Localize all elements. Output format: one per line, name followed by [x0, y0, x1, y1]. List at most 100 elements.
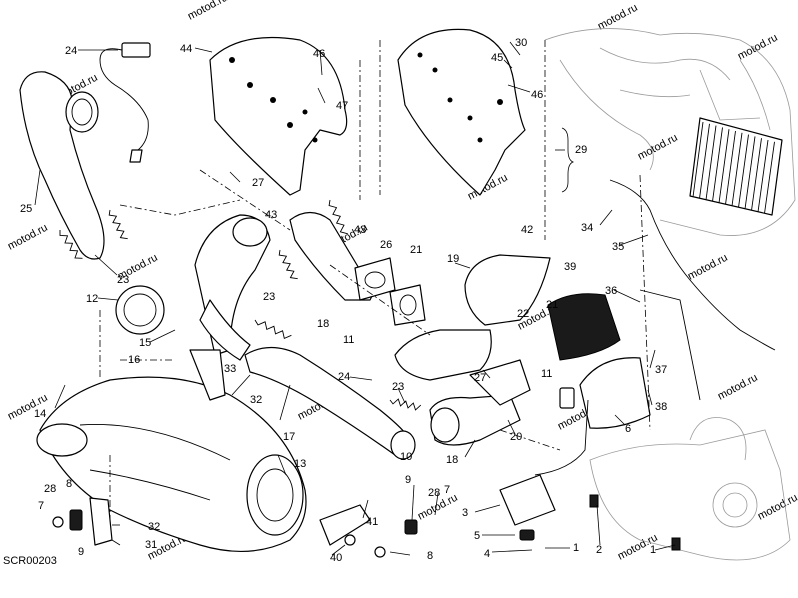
callout-46-2: 46	[531, 89, 543, 101]
callout-6: 6	[625, 423, 631, 435]
cooler-fin	[712, 127, 723, 202]
callout-7-2: 7	[444, 484, 450, 496]
callout-39: 39	[564, 261, 576, 273]
callout-41: 41	[366, 516, 378, 528]
leader-lines	[34, 41, 676, 556]
cooler-fin	[725, 130, 736, 205]
spring	[59, 230, 83, 259]
callout-2: 2	[596, 544, 602, 556]
spring	[108, 209, 128, 240]
callout-29: 29	[575, 144, 587, 156]
cooler-fin	[764, 141, 775, 214]
callout-37: 37	[655, 364, 667, 376]
callout-22: 22	[517, 308, 529, 320]
callout-38: 38	[655, 401, 667, 413]
callout-8-1: 8	[66, 478, 72, 490]
callout-9-1: 9	[78, 546, 84, 558]
oil-cooler	[689, 117, 783, 216]
callout-4: 4	[484, 548, 490, 560]
callout-43-1: 43	[265, 209, 277, 221]
callout-28-1: 28	[44, 483, 56, 495]
watermark-text: motod.ru	[636, 132, 680, 163]
cover-6	[579, 357, 651, 429]
cooler-fin	[718, 129, 730, 204]
callout-17: 17	[283, 431, 295, 443]
bracket-29-brace	[561, 127, 575, 193]
watermark-text: motod.ru	[596, 2, 640, 33]
hardware	[52, 349, 681, 558]
callout-36: 36	[605, 285, 617, 297]
mid-pipe-26	[289, 211, 426, 326]
watermark-text: motod.ru	[756, 492, 798, 523]
callout-45: 45	[491, 52, 503, 64]
callout-33: 33	[224, 363, 236, 375]
callout-8-2: 8	[427, 550, 433, 562]
watermark-text: motod.ru	[186, 0, 230, 23]
heat-shield-29	[397, 28, 526, 196]
cooler-fin	[731, 132, 743, 207]
boot-39	[547, 293, 621, 361]
callout-7-1: 7	[38, 500, 44, 512]
callout-40: 40	[330, 552, 342, 564]
callout-18-2: 18	[446, 454, 458, 466]
callout-46-1: 46	[313, 48, 325, 60]
callout-21-2: 21	[546, 299, 558, 311]
callout-23-3: 23	[392, 381, 404, 393]
control-module-3	[499, 387, 589, 526]
y-pipe	[194, 214, 271, 361]
callout-5: 5	[474, 530, 480, 542]
cooler-fin	[757, 139, 769, 213]
spring	[254, 319, 292, 340]
callout-47: 47	[336, 100, 348, 112]
bracket-42	[394, 254, 551, 381]
callout-14: 14	[34, 408, 46, 420]
callout-20: 20	[510, 431, 522, 443]
callout-43-2: 43	[354, 224, 366, 236]
heat-shield-44	[209, 37, 348, 196]
callout-11-2: 11	[541, 368, 552, 380]
callout-27-1: 27	[252, 177, 264, 189]
cooler-fin	[699, 123, 710, 199]
callout-24-2: 24	[338, 371, 350, 383]
cooler-fin	[751, 138, 762, 211]
callout-27-2: 27	[474, 372, 486, 384]
callout-26: 26	[380, 239, 392, 251]
callout-30: 30	[515, 37, 527, 49]
gasket-12	[115, 285, 165, 335]
watermark-text: motod.ru	[6, 222, 50, 253]
callout-24-1: 24	[65, 45, 77, 57]
watermark-text: motod.ru	[736, 32, 780, 63]
callout-35: 35	[612, 241, 624, 253]
callout-25: 25	[20, 203, 32, 215]
subframe-outline	[589, 417, 791, 561]
callout-10: 10	[400, 451, 412, 463]
callout-31: 31	[145, 539, 157, 551]
drawing-code: SCR00203	[3, 555, 57, 567]
callout-9-2: 9	[405, 474, 411, 486]
watermark-text: motod.ru	[716, 372, 760, 403]
spring	[278, 249, 298, 280]
cooler-fin	[744, 136, 756, 210]
callout-1-1: 1	[573, 542, 579, 554]
watermark-text: motod.ru	[686, 252, 730, 283]
callout-13: 13	[294, 458, 306, 470]
callout-23-2: 23	[263, 291, 275, 303]
callout-28-2: 28	[428, 487, 440, 499]
callout-44: 44	[180, 43, 192, 55]
cooler-fin	[705, 125, 717, 201]
callout-19: 19	[447, 253, 459, 265]
callout-21-1: 21	[410, 244, 422, 256]
silencer-13	[36, 376, 307, 552]
cooler-fin	[692, 121, 704, 198]
callout-32-1: 32	[250, 394, 262, 406]
callout-23-1: 23	[117, 274, 129, 286]
callout-18-1: 18	[317, 318, 329, 330]
spring	[328, 199, 348, 235]
springs	[59, 199, 422, 411]
cable-35	[609, 179, 776, 401]
oxygen-sensor-24	[99, 42, 151, 163]
assembly-dash-lines	[99, 40, 651, 520]
callout-3: 3	[462, 507, 468, 519]
